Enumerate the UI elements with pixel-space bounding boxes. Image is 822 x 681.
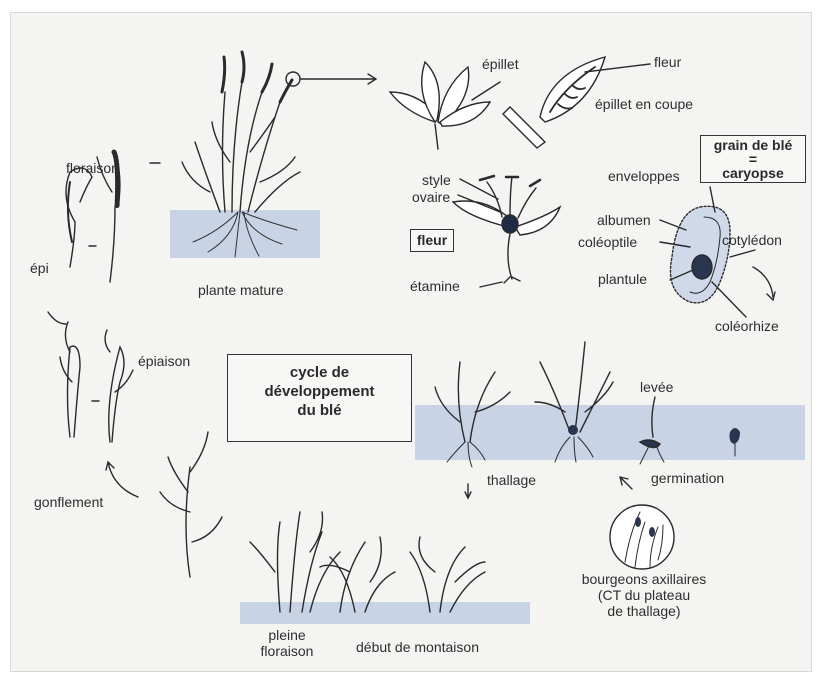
label-epillet-en-coupe: épillet en coupe <box>595 96 693 112</box>
axillary-buds-illustration <box>610 505 674 569</box>
bourgeons-line1: bourgeons axillaires <box>572 571 716 587</box>
gonflement-arrow <box>106 462 138 497</box>
bourgeons-line3: de thallage) <box>572 603 716 619</box>
label-levee: levée <box>640 379 673 395</box>
label-albumen: albumen <box>597 212 651 228</box>
label-style: style <box>422 172 451 188</box>
pleine-floraison-line1: pleine <box>256 627 318 643</box>
label-epiaison: épiaison <box>138 353 190 369</box>
down-arrow <box>465 484 471 498</box>
label-thallage: thallage <box>487 472 536 488</box>
label-plantule: plantule <box>598 271 647 287</box>
grain-box-line1: grain de blé <box>701 138 805 152</box>
label-etamine: étamine <box>410 278 460 294</box>
label-enveloppes: enveloppes <box>608 168 680 184</box>
label-plante-mature: plante mature <box>198 282 284 298</box>
label-epillet: épillet <box>482 56 519 72</box>
grain-box-line2: = <box>701 152 805 166</box>
diagram-sheet: floraison épi plante mature épillet fleu… <box>10 12 812 672</box>
swelling-illustration <box>160 432 222 577</box>
epillet-illustration <box>390 62 490 149</box>
label-debut-montaison: début de montaison <box>356 639 479 655</box>
label-gonflement: gonflement <box>34 494 103 510</box>
title-line2: développement <box>228 382 411 401</box>
fleur-box: fleur <box>410 229 454 252</box>
title-line1: cycle de <box>228 363 411 382</box>
label-fleur: fleur <box>654 54 681 70</box>
label-epi: épi <box>30 260 49 276</box>
title-box: cycle de développement du blé <box>227 354 412 442</box>
flower-illustration <box>453 176 560 283</box>
arrow-epi-epiaison <box>48 312 66 324</box>
epillet-pointer <box>472 82 500 100</box>
label-floraison: floraison <box>66 160 119 176</box>
label-germination: germination <box>651 470 724 486</box>
mature-plant-illustration <box>170 52 320 258</box>
label-bourgeons: bourgeons axillaires (CT du plateau de t… <box>572 571 716 619</box>
bourgeons-arrow <box>620 477 632 489</box>
bourgeons-line2: (CT du plateau <box>572 587 716 603</box>
label-coleoptile: coléoptile <box>578 234 637 250</box>
title-line3: du blé <box>228 401 411 420</box>
label-pleine-floraison: pleine floraison <box>256 627 318 659</box>
arrow-to-epillet <box>300 74 376 84</box>
stem-extension-illustration <box>240 512 530 624</box>
grain-box-line3: caryopse <box>701 166 805 180</box>
label-ovaire: ovaire <box>412 189 450 205</box>
pleine-floraison-line2: floraison <box>256 643 318 659</box>
grain-box: grain de blé = caryopse <box>700 135 806 183</box>
heading-illustration <box>60 322 133 442</box>
label-coleorhize: coléorhize <box>715 318 779 334</box>
grain-arrow <box>753 267 775 300</box>
tillering-illustration <box>415 342 805 467</box>
grain-illustration <box>670 206 730 303</box>
label-cotyledon: cotylédon <box>722 232 782 248</box>
